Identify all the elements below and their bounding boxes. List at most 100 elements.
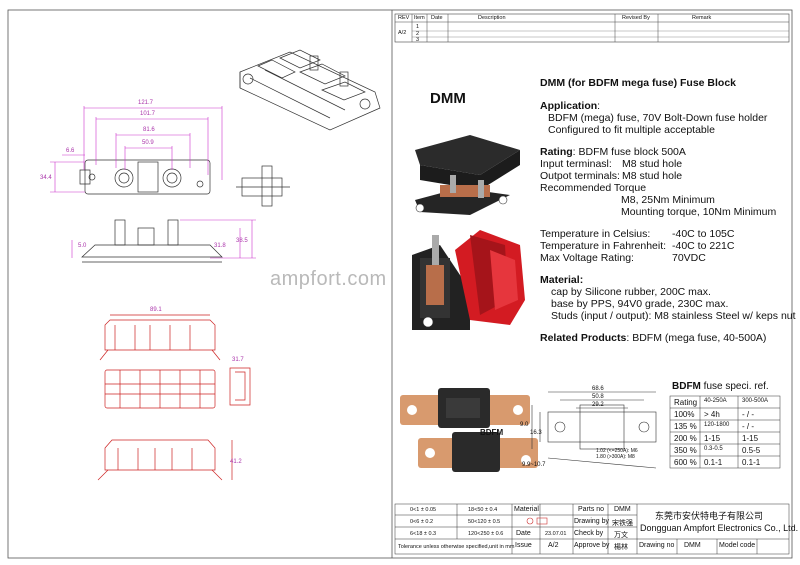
dim-34-4: 34.4: [40, 175, 52, 181]
issue-cell-label: Issue: [515, 542, 532, 549]
drawing-no-label: Drawing no: [639, 542, 675, 549]
watermark: ampfort.com: [270, 268, 387, 290]
spec-table-cell: > 4h: [704, 410, 720, 419]
tol-0-1: 18<50 ± 0.4: [468, 507, 498, 513]
spec-table-cell: 0.5-5: [742, 446, 761, 455]
rev-header-rev: REV: [398, 15, 410, 21]
tol-2-1: 120<250 ± 0.6: [468, 531, 504, 537]
related-products: Related Products: BDFM (mega fuse, 40-50…: [540, 332, 767, 344]
spec-table-cell: 350 %: [674, 446, 697, 455]
rev-header-item: Item: [414, 15, 425, 21]
fuse-dim-29-2: 29.2: [592, 402, 604, 408]
tol-1-0: 0<6 ± 0.2: [410, 519, 434, 525]
spec-table-cell: 0.3-0.5: [704, 446, 723, 452]
cover-view-top: [99, 314, 221, 361]
check-by-label: Check by: [574, 530, 604, 537]
model-code-label: Model code: [719, 542, 756, 549]
issue-cell-value: A/2: [548, 542, 559, 549]
rev-item-2: 2: [416, 31, 420, 37]
application-label: Application:: [540, 100, 601, 112]
product-title: DMM (for BDFM mega fuse) Fuse Block: [540, 77, 737, 89]
dim-38-5: 38.5: [236, 238, 248, 244]
rev-item-3: 3: [416, 37, 420, 43]
input-value: M8 stud hole: [622, 158, 683, 170]
top-view: [79, 159, 211, 195]
rev-item-1: 1: [416, 24, 420, 30]
rev-value: A/2: [398, 30, 407, 36]
spec-table-title: BDFM fuse speci. ref.: [672, 381, 769, 392]
spec-table-cell: - / -: [742, 410, 754, 419]
material-label: Material:: [540, 274, 584, 286]
dim-101-7: 101.7: [140, 111, 156, 117]
rev-header-remark: Remark: [692, 15, 712, 21]
temp-f-label: Temperature in Fahrenheit:: [540, 240, 667, 252]
fuse-dim-9-9: 9.9~10.7: [522, 462, 546, 468]
dim-81-6: 81.6: [143, 127, 155, 133]
material-cell-label: Material: [514, 506, 539, 513]
drawing-by-value: 宋铁强: [612, 520, 633, 527]
torque-label: Recommended Torque: [540, 182, 647, 194]
side-view: [81, 219, 223, 263]
fuse-note-1: 1.02 (<=250A): M6: [596, 448, 638, 454]
cover-view-mid: [104, 369, 216, 409]
drawing-by-label: Drawing by: [574, 518, 610, 525]
date-cell-value: 23.07.01: [545, 531, 567, 537]
spec-table-cell: 0.1-1: [704, 458, 723, 467]
spec-table-cell: 1-15: [742, 434, 759, 443]
spec-table-header-cell: 40-250A: [704, 398, 727, 404]
output-label: Outpot terminals:: [540, 170, 620, 182]
temp-f-value: -40C to 221C: [672, 240, 735, 252]
fuse-label: BDFM: [480, 428, 504, 437]
spec-table-cell: 1-15: [704, 434, 721, 443]
tol-2-0: 6<18 ± 0.3: [410, 531, 437, 537]
output-value: M8 stud hole: [622, 170, 683, 182]
fuse-dim-9-0: 9.0: [520, 422, 529, 428]
fuse-photo-1: [400, 388, 530, 428]
check-by-value: 万文: [614, 532, 628, 539]
input-label: Input terminasl:: [540, 158, 612, 170]
dim-31-8: 31.8: [214, 243, 226, 249]
approve-by-label: Approve by: [574, 542, 610, 549]
spec-table-cell: - / -: [742, 422, 754, 431]
date-cell-label: Date: [516, 530, 531, 537]
material-line-3: Studs (input / output): M8 stainless Ste…: [551, 310, 796, 322]
application-line-1: BDFM (mega) fuse, 70V Bolt-Down fuse hol…: [548, 112, 768, 124]
parts-no-label: Parts no: [578, 506, 605, 513]
spec-table-cell: 120-1800: [704, 422, 730, 428]
product-photo-cover: [412, 230, 525, 330]
fuse-drawing: [531, 391, 657, 469]
dim-121-7: 121.7: [138, 100, 154, 106]
rev-header-revised-by: Revised By: [622, 15, 650, 21]
rev-header-description: Description: [478, 15, 506, 21]
application-line-2: Configured to fit multiple acceptable: [548, 124, 715, 136]
dim-31-7: 31.7: [232, 357, 244, 363]
material-line-2: base by PPS, 94V0 grade, 230C max.: [551, 298, 729, 310]
rev-header-date: Date: [431, 15, 443, 21]
temp-c-value: -40C to 105C: [672, 228, 735, 240]
spec-table-cell: 135 %: [674, 422, 697, 431]
fuse-dim-50-8: 50.8: [592, 394, 604, 400]
product-photo-base: [415, 135, 520, 215]
voltage-value: 70VDC: [672, 252, 706, 264]
temp-c-label: Temperature in Celsius:: [540, 228, 651, 240]
parts-no-value: DMM: [614, 506, 631, 513]
spec-table-cell: 200 %: [674, 434, 697, 443]
approve-by-value: 楊林: [614, 544, 628, 551]
isometric-drawing: [239, 49, 381, 131]
spec-table-header-cell: 300-500A: [742, 398, 769, 404]
dim-5-0: 5.0: [78, 243, 87, 249]
company-cn: 东莞市安伏特电子有限公司: [655, 511, 764, 521]
voltage-label: Max Voltage Rating:: [540, 252, 634, 264]
tol-0-0: 0<1 ± 0.05: [410, 507, 437, 513]
torque-line-2: Mounting torque, 10Nm Minimum: [621, 206, 777, 218]
drawing-no-value: DMM: [684, 542, 701, 549]
title-block-grid: [394, 503, 790, 555]
fuse-note-2: 1.80 (>300A): M8: [596, 454, 635, 460]
dim-50-9: 50.9: [142, 140, 154, 146]
tol-1-1: 50<120 ± 0.5: [468, 519, 501, 525]
rating-line: Rating: BDFM fuse block 500A: [540, 146, 686, 158]
cover-view-bottom: [97, 439, 233, 481]
company-en: Dongguan Ampfort Electronics Co., Ltd.: [640, 523, 799, 533]
product-code: DMM: [430, 90, 466, 107]
